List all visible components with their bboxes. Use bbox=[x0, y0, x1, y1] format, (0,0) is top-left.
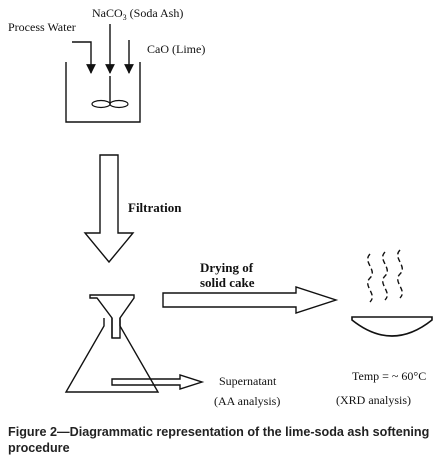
supernatant-arrow bbox=[111, 374, 205, 390]
supernatant-label: Supernatant bbox=[219, 374, 277, 388]
stirrer-icon bbox=[91, 76, 129, 109]
aa-analysis-label: (AA analysis) bbox=[214, 394, 280, 408]
filtration-label: Filtration bbox=[128, 200, 182, 215]
process-water-arrow bbox=[72, 41, 96, 74]
temperature-label: Temp = ~ 60°C bbox=[352, 369, 426, 383]
process-water-label: Process Water bbox=[8, 20, 76, 34]
drying-label-line2: solid cake bbox=[200, 275, 255, 290]
figure-caption: Figure 2—Diagrammatic representation of … bbox=[8, 425, 430, 455]
xrd-analysis-label: (XRD analysis) bbox=[336, 393, 411, 407]
drying-label-line1: Drying of bbox=[200, 260, 254, 275]
lime-label: CaO (Lime) bbox=[147, 42, 205, 56]
drying-dish bbox=[351, 316, 433, 337]
filter-flask-icon bbox=[64, 294, 160, 393]
filtration-arrow bbox=[83, 154, 135, 264]
drying-arrow bbox=[162, 286, 339, 314]
mixing-tank bbox=[65, 62, 141, 123]
heat-waves-icon bbox=[367, 249, 403, 303]
figure-number: Figure 2 bbox=[8, 425, 57, 439]
caption-text: Diagrammatic representation of the lime-… bbox=[8, 425, 430, 455]
soda-ash-label: NaCO3 (Soda Ash) bbox=[92, 6, 183, 22]
